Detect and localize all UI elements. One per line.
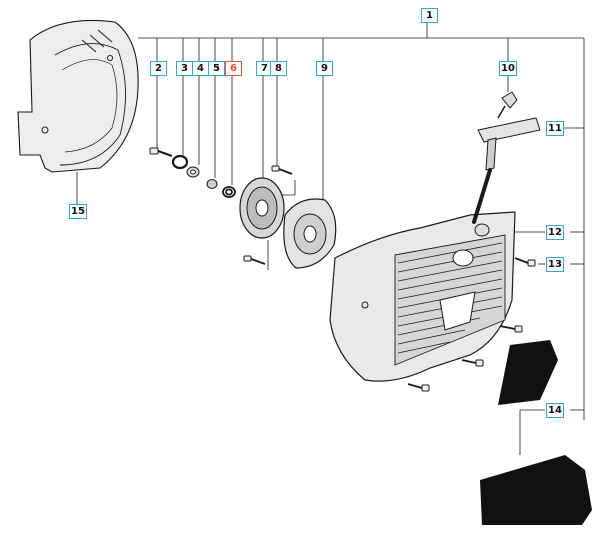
part-4-bushing	[186, 166, 200, 178]
part-2-screw	[149, 147, 173, 157]
callout-12: 12	[546, 225, 564, 240]
part-10-rope-grip	[497, 91, 518, 119]
part-7-pulley	[239, 177, 285, 239]
part-8-screw	[271, 165, 293, 175]
part-12-front-cover	[329, 211, 516, 382]
callout-10: 10	[499, 61, 517, 76]
callout-13: 13	[546, 257, 564, 272]
callout-14: 14	[546, 403, 564, 418]
callout-11: 11	[546, 121, 564, 136]
callout-15: 15	[69, 204, 87, 219]
part-14-gaskets	[480, 340, 592, 525]
callout-3: 3	[176, 61, 193, 76]
callout-5: 5	[208, 61, 225, 76]
part-6-spring	[222, 186, 236, 198]
part-8-screw-lower	[243, 255, 266, 265]
callout-8: 8	[270, 61, 287, 76]
callout-2: 2	[150, 61, 167, 76]
part-5-nut	[206, 179, 218, 189]
callout-6: 6	[225, 61, 242, 76]
callout-1: 1	[421, 8, 438, 23]
part-11-starter-handle	[472, 117, 541, 224]
part-15-housing	[17, 19, 139, 173]
part-9-spring-cassette	[283, 198, 337, 269]
part-3-washer	[171, 154, 189, 170]
part-13-screws	[407, 257, 536, 392]
callout-4: 4	[192, 61, 209, 76]
callout-9: 9	[316, 61, 333, 76]
leader-lines	[76, 22, 585, 455]
